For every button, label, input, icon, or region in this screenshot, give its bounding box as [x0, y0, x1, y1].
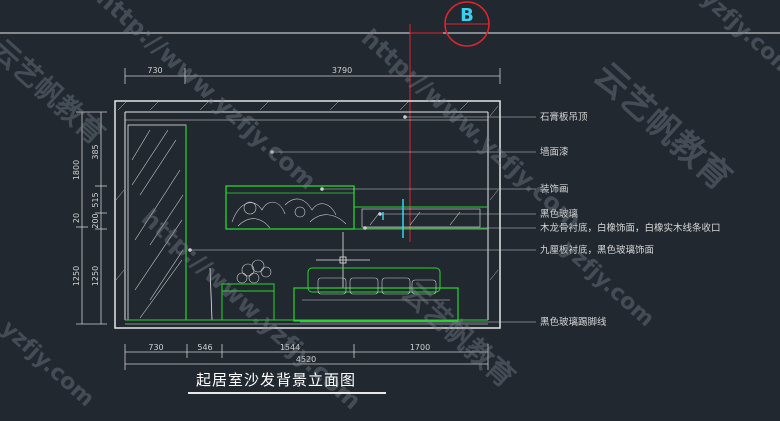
dim-bottom-4520: 4520 — [296, 355, 316, 364]
dim-left-515: 515 — [91, 192, 100, 207]
watermark-cn-right: 云艺帆教育 — [586, 55, 739, 198]
sofa — [293, 267, 459, 322]
dim-left-1800: 1800 — [72, 160, 81, 180]
dim-left-1250-outer: 1250 — [72, 266, 81, 286]
crosshair-cursor — [316, 232, 370, 288]
left-dimensions — [76, 111, 107, 325]
dim-left-1250-inner: 1250 — [91, 266, 100, 286]
dim-left-20: 20 — [72, 213, 81, 223]
callout-black-glass-skirting: 黑色玻璃踢脚线 — [540, 316, 607, 328]
watermark-url-top-right: yzfjy.com — [696, 0, 780, 82]
left-glass-panel — [127, 124, 187, 321]
dim-left-200: 200 — [91, 213, 100, 228]
callout-gypsum-ceiling: 石膏板吊顶 — [540, 111, 588, 123]
dim-left-385: 385 — [91, 144, 100, 159]
room-frame — [114, 100, 501, 329]
watermark-url-center: http://www.yzfjy.com — [356, 24, 587, 236]
dim-bottom-1700: 1700 — [410, 343, 430, 352]
bottom-dimensions — [124, 344, 489, 370]
side-table-with-plant — [209, 259, 275, 321]
callout-wall-paint: 墙面漆 — [540, 146, 569, 158]
callout-plywood-black-glass: 九厘板衬底，黑色玻璃饰面 — [540, 244, 654, 256]
watermark-url-top: http://www.yzfjy.com — [91, 0, 322, 195]
left-dimension-labels: 385 515 200 1250 1800 20 1250 — [72, 144, 100, 286]
dim-bottom-1544: 1544 — [280, 343, 300, 352]
callout-white-oak-panel: 木龙骨衬底，白橡饰面，白橡实木线条收口 — [540, 222, 721, 234]
section-marker-letter: B — [460, 5, 474, 26]
top-dimensions: 730 3790 — [124, 66, 501, 84]
callout-leaders — [188, 115, 536, 323]
watermark-cn-left: 云艺帆教育 — [0, 33, 111, 151]
callout-decorative-painting: 装饰画 — [540, 183, 569, 195]
dim-bottom-546: 546 — [197, 343, 212, 352]
drawing-title: 起居室沙发背景立面图 — [196, 371, 357, 389]
callout-labels: 石膏板吊顶 墙面漆 装饰画 黑色玻璃 木龙骨衬底，白橡饰面，白橡实木线条收口 九… — [540, 111, 721, 328]
dim-bottom-730: 730 — [148, 343, 163, 352]
callout-black-glass: 黑色玻璃 — [540, 208, 578, 220]
decorative-painting — [225, 185, 488, 238]
dim-top-3790: 3790 — [332, 66, 352, 75]
dim-top-730: 730 — [147, 66, 162, 75]
bottom-dimension-labels: 730 546 1544 1700 4520 — [148, 343, 430, 364]
watermark-url-bottom-left: yzfjy.com — [0, 316, 99, 412]
title-underline — [188, 392, 386, 394]
